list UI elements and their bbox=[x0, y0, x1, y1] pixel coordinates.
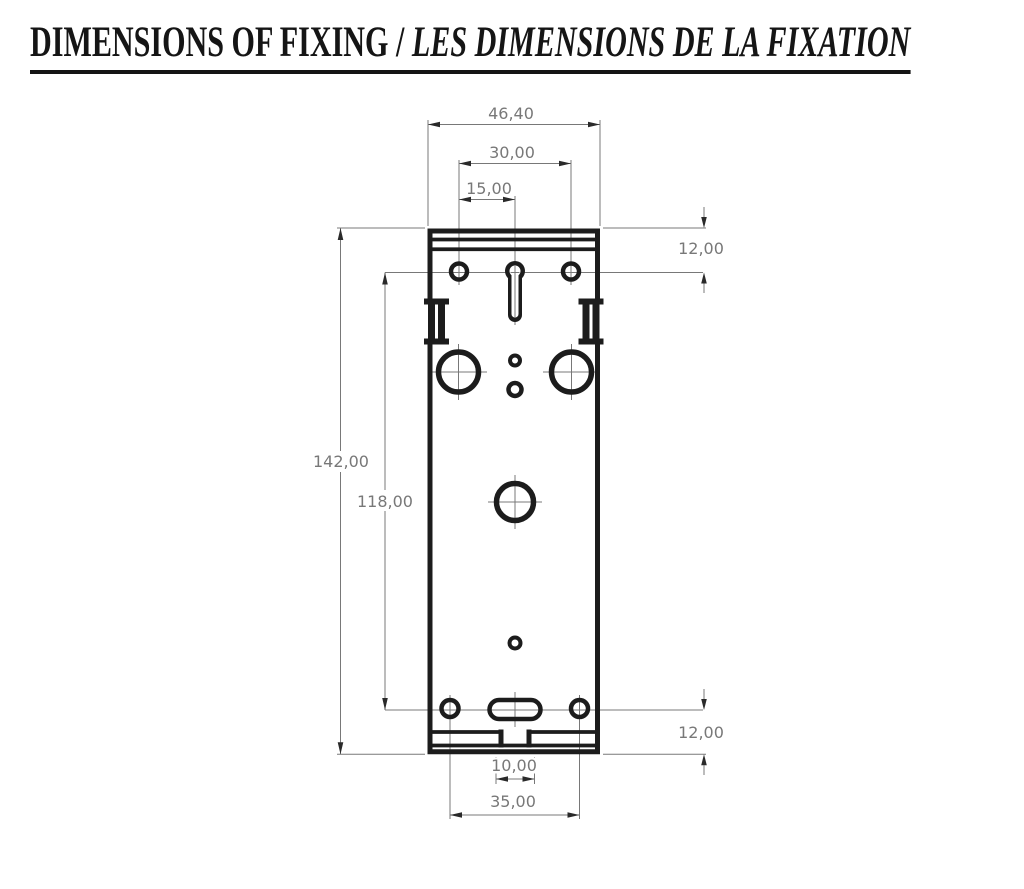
dim-label-top-edge-to-axis: 12,00 bbox=[678, 239, 724, 258]
dim-label-top-hole-spacing: 30,00 bbox=[489, 143, 535, 162]
dim-label-keyhole-offset: 15,00 bbox=[466, 179, 512, 198]
dim-label-overall-height: 142,00 bbox=[313, 452, 369, 471]
dim-hole-axis-spacing: 118,00 bbox=[355, 272, 416, 710]
keyhole-centerline bbox=[510, 266, 520, 318]
dim-label-hole-axis-spacing: 118,00 bbox=[357, 492, 413, 511]
bottom-slot bbox=[487, 697, 543, 722]
right-large-hole bbox=[548, 349, 595, 395]
dim-bottom-edge-to-axis: 12,00 bbox=[603, 689, 724, 775]
bottom-rail-notch bbox=[498, 729, 532, 748]
dim-overall-width: 46,40 bbox=[427, 104, 601, 226]
left-large-hole bbox=[435, 349, 482, 395]
dim-label-bottom-hole-spacing: 35,00 bbox=[490, 792, 536, 811]
keyhole-slot bbox=[505, 261, 525, 322]
title-separator: / bbox=[388, 19, 412, 66]
dim-top-hole-spacing: 30,00 bbox=[458, 143, 572, 285]
small-hole-lower bbox=[507, 635, 523, 651]
plate-structure bbox=[424, 228, 604, 755]
right-din-clip bbox=[578, 298, 604, 345]
small-hole-upper bbox=[508, 353, 522, 368]
dim-label-overall-width: 46,40 bbox=[488, 104, 534, 123]
center-hole bbox=[493, 480, 537, 524]
dim-bottom-hole-spacing: 35,00 bbox=[449, 695, 580, 819]
bottom-left-mounting-hole bbox=[439, 697, 461, 720]
page-title: DIMENSIONS OF FIXING / LES DIMENSIONS DE… bbox=[30, 19, 1024, 75]
left-din-clip bbox=[424, 298, 449, 345]
top-left-mounting-hole bbox=[448, 261, 470, 282]
title-french: LES DIMENSIONS DE LA FIXATION bbox=[411, 19, 911, 66]
top-right-mounting-hole bbox=[560, 261, 582, 282]
top-rail-band bbox=[428, 237, 600, 252]
small-hole-mid bbox=[506, 380, 524, 399]
dim-bottom-notch-width: 10,00 bbox=[491, 756, 538, 784]
bottom-right-mounting-hole bbox=[568, 697, 591, 720]
dim-label-bottom-notch-width: 10,00 bbox=[491, 756, 537, 775]
bottom-rail-band bbox=[428, 730, 600, 748]
dim-label-bottom-edge-to-axis: 12,00 bbox=[678, 723, 724, 742]
dim-overall-height: 142,00 bbox=[311, 227, 425, 755]
title-heading: DIMENSIONS OF FIXING / LES DIMENSIONS DE… bbox=[30, 19, 911, 75]
title-english: DIMENSIONS OF FIXING bbox=[30, 19, 389, 66]
dim-top-edge-to-axis: 12,00 bbox=[603, 207, 724, 293]
